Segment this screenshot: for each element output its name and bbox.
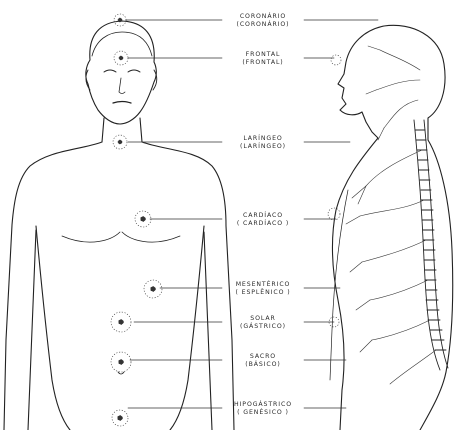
- chakra-solar-marker: [111, 312, 131, 332]
- label-coronario: CORONÁRIO(CORONÁRIO): [222, 13, 304, 29]
- label-hipogastrico: HIPOGÁSTRICO( GENÉSICO ): [222, 401, 304, 417]
- label-cardiaco: CARDÍACO( CARDÍACO ): [222, 212, 304, 228]
- label-solar: SOLAR(GÁSTRICO): [222, 315, 304, 331]
- chakra-coronario-marker: [114, 14, 126, 26]
- label-sacro: SACRO(BÁSICO): [222, 353, 304, 369]
- label-laringeo: LARÍNGEO(LARÍNGEO): [222, 135, 304, 151]
- front-figure: [4, 21, 234, 430]
- label-frontal: FRONTAL(FRONTAL): [222, 51, 304, 67]
- nerve-network: [346, 46, 436, 384]
- spine: [414, 120, 448, 370]
- chakra-laringeo-marker: [113, 135, 127, 149]
- label-mesenterico: MESENTÉRICO( ESPLÊNICO ): [222, 281, 304, 297]
- side-chakra-cardiaco-marker: [328, 208, 340, 220]
- chakra-mesenterico-marker: [144, 280, 162, 298]
- chakra-frontal-marker: [114, 51, 128, 65]
- chakra-sacro-marker: [111, 352, 131, 372]
- side-figure: [330, 25, 453, 430]
- chakra-cardiaco-marker: [135, 211, 151, 227]
- side-chakra-frontal-marker: [331, 55, 341, 65]
- chakra-hipogastrico-marker: [112, 410, 128, 426]
